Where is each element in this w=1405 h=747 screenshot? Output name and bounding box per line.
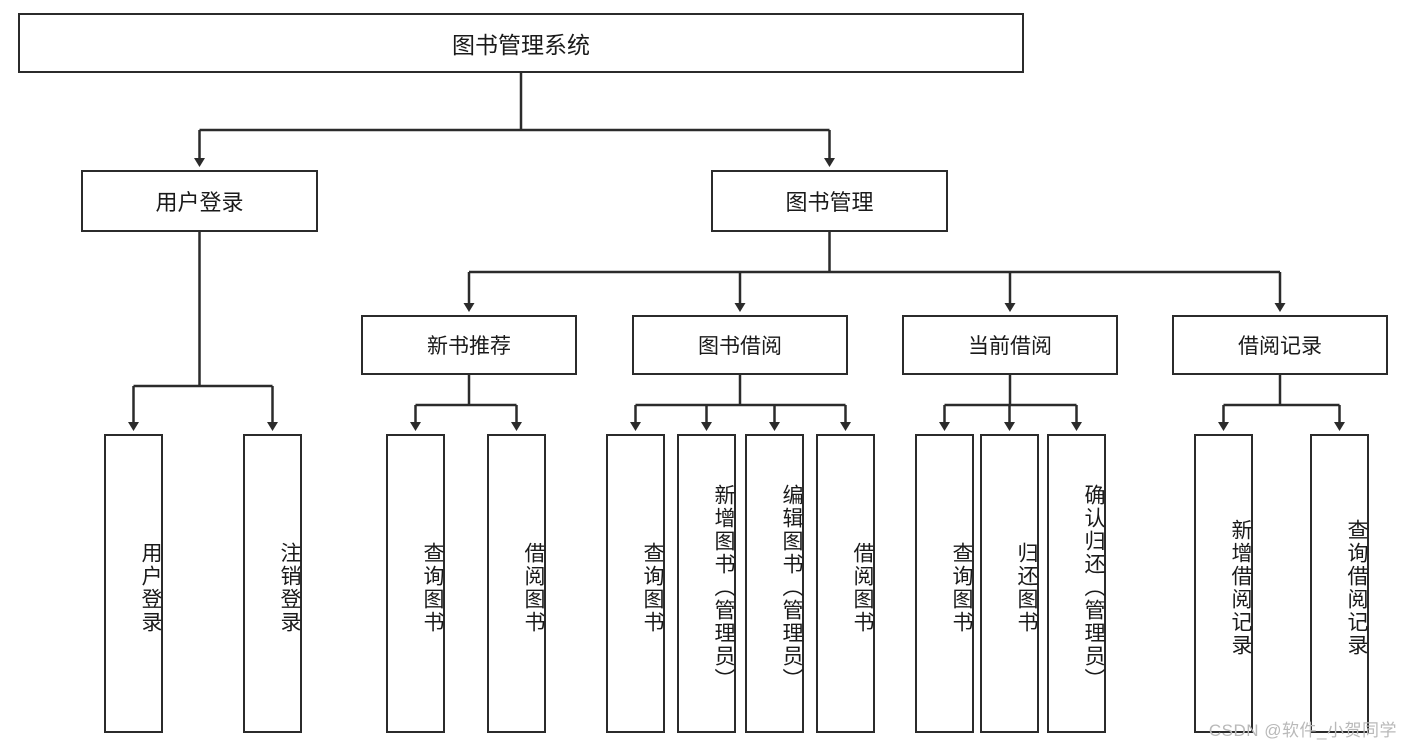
node-leaf-query-book-1[interactable]: 查询图书: [386, 434, 445, 733]
node-leaf-borrow-book-1-label: 借阅图书: [522, 541, 545, 634]
connector-bus: [1223, 375, 1340, 407]
node-leaf-return-book[interactable]: 归还图书: [980, 434, 1039, 733]
connector-bus: [944, 375, 1077, 407]
node-leaf-query-record-label: 查询借阅记录: [1345, 518, 1368, 657]
node-leaf-query-book-2[interactable]: 查询图书: [606, 434, 665, 733]
node-leaf-edit-book[interactable]: 编辑图书（管理员）: [745, 434, 804, 733]
node-leaf-user-login[interactable]: 用户登录: [104, 434, 163, 733]
node-leaf-add-book[interactable]: 新增图书（管理员）: [677, 434, 736, 733]
node-leaf-query-book-2-label: 查询图书: [641, 541, 664, 634]
node-leaf-add-record-label: 新增借阅记录: [1229, 518, 1252, 657]
node-leaf-query-book-1-label: 查询图书: [421, 541, 444, 634]
node-user-login-label: 用户登录: [155, 190, 244, 215]
node-current-borrow[interactable]: 当前借阅: [902, 315, 1118, 375]
connector-bus: [469, 232, 1280, 274]
node-root-label: 图书管理系统: [452, 32, 590, 58]
connector-bus: [199, 73, 830, 132]
node-leaf-confirm-return-label: 确认归还（管理员）: [1082, 484, 1105, 691]
node-book-borrow[interactable]: 图书借阅: [632, 315, 848, 375]
connector-bus: [635, 375, 846, 407]
node-book-borrow-label: 图书借阅: [698, 335, 782, 358]
node-leaf-borrow-book-2[interactable]: 借阅图书: [816, 434, 875, 733]
node-leaf-query-book-3[interactable]: 查询图书: [915, 434, 974, 733]
node-leaf-user-logout-label: 注销登录: [278, 541, 301, 634]
node-borrow-record[interactable]: 借阅记录: [1172, 315, 1388, 375]
node-leaf-add-book-label: 新增图书（管理员）: [712, 484, 735, 691]
node-book-manage[interactable]: 图书管理: [711, 170, 948, 232]
node-leaf-edit-book-label: 编辑图书（管理员）: [780, 484, 803, 691]
node-root[interactable]: 图书管理系统: [18, 13, 1024, 73]
node-new-book-recommend[interactable]: 新书推荐: [361, 315, 577, 375]
node-leaf-query-record[interactable]: 查询借阅记录: [1310, 434, 1369, 733]
node-new-book-recommend-label: 新书推荐: [427, 335, 511, 358]
watermark: CSDN @软件_小贺同学: [1208, 721, 1397, 740]
node-leaf-user-login-label: 用户登录: [139, 541, 162, 634]
node-leaf-confirm-return[interactable]: 确认归还（管理员）: [1047, 434, 1106, 733]
node-leaf-query-book-3-label: 查询图书: [950, 541, 973, 634]
node-current-borrow-label: 当前借阅: [968, 335, 1052, 358]
node-leaf-add-record[interactable]: 新增借阅记录: [1194, 434, 1253, 733]
node-user-login[interactable]: 用户登录: [81, 170, 318, 232]
node-leaf-return-book-label: 归还图书: [1015, 541, 1038, 634]
node-book-manage-label: 图书管理: [785, 190, 874, 215]
node-leaf-user-logout[interactable]: 注销登录: [243, 434, 302, 733]
node-leaf-borrow-book-1[interactable]: 借阅图书: [487, 434, 546, 733]
connector-bus: [415, 375, 517, 407]
node-borrow-record-label: 借阅记录: [1238, 335, 1322, 358]
connector-bus: [133, 232, 273, 388]
node-leaf-borrow-book-2-label: 借阅图书: [851, 541, 874, 634]
